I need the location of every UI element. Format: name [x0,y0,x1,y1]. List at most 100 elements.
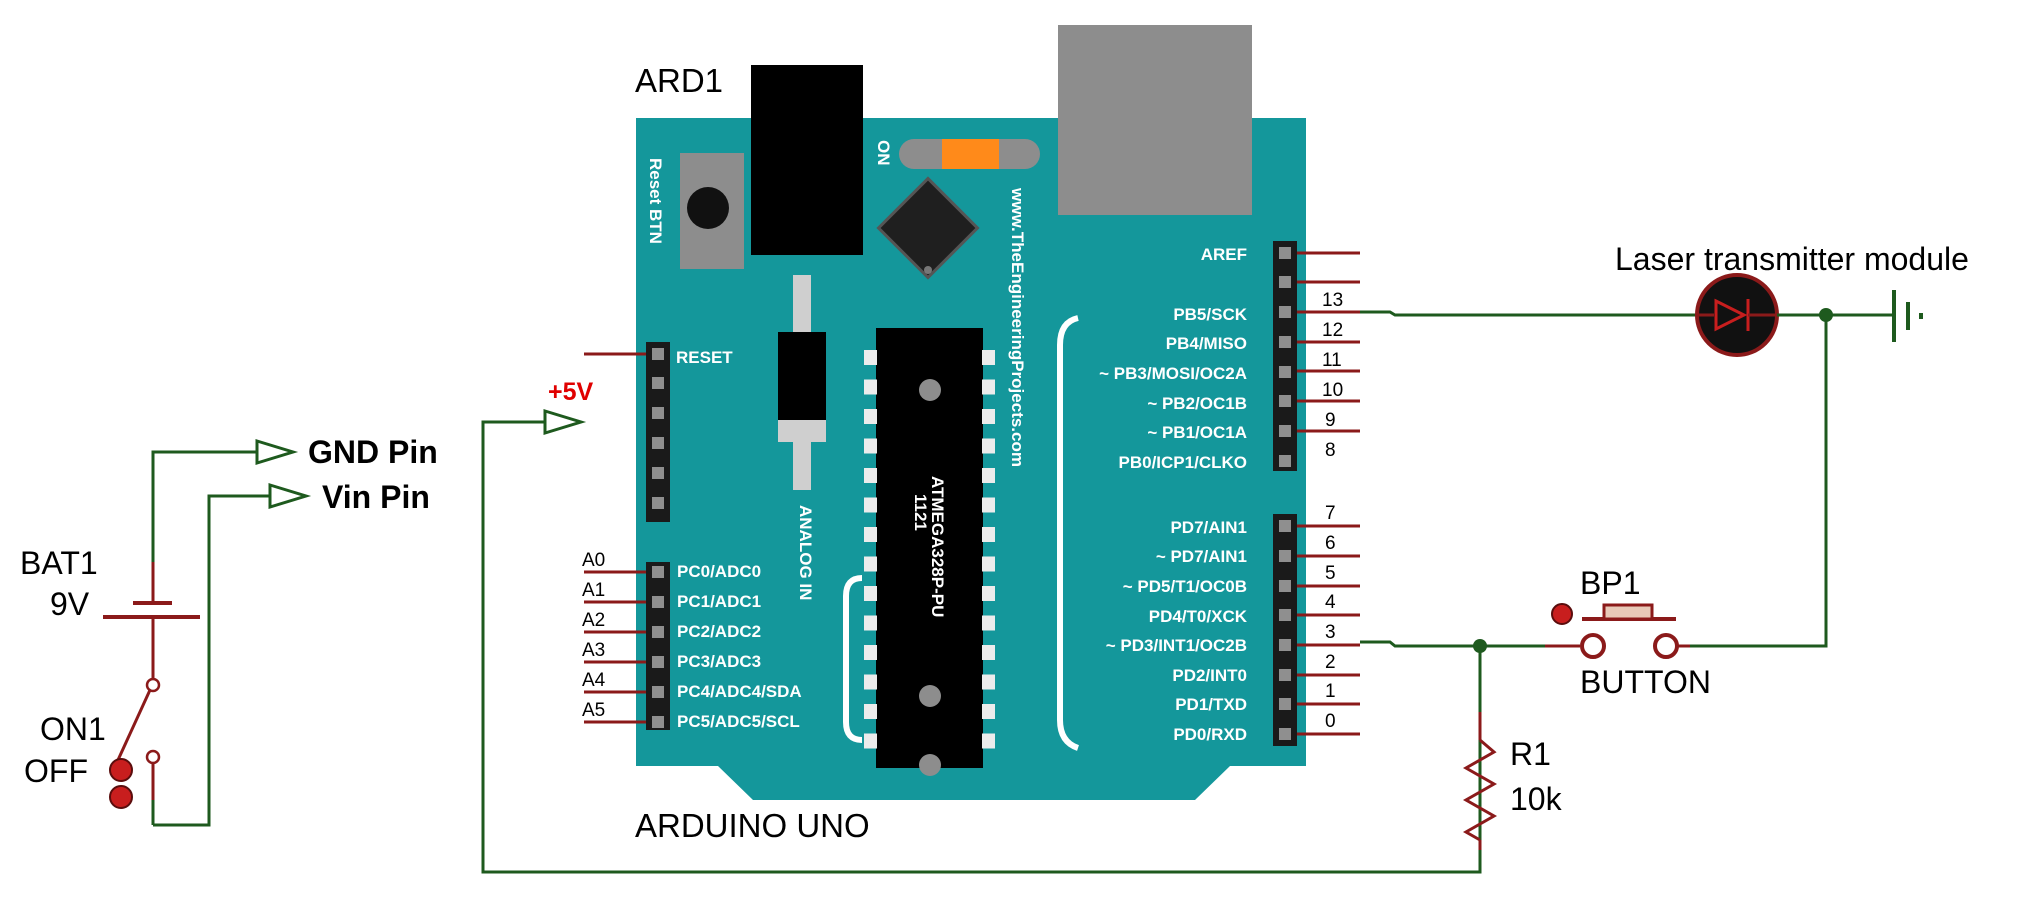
header-pin-bottom-4 [1279,639,1291,651]
pin-num-13: 13 [1322,290,1343,311]
header-pin-top-0 [1279,247,1291,259]
pin-num-6: 6 [1325,533,1336,554]
switch-lever [116,689,152,761]
vin-pin-label: Vin Pin [322,479,430,515]
analog-in-label: ANALOG IN [796,505,815,600]
board-diode-band [778,420,826,442]
chip-dot-edge [919,754,941,776]
pin-num-1: 1 [1325,681,1336,702]
reset-header-pin-0 [652,348,664,360]
chip-code: 1121 [911,494,930,531]
pin-label-6: ~ PD7/AIN1 [1156,547,1247,566]
chip-pin-left-9 [864,615,877,631]
on-led-label: ON [874,140,893,166]
pin-label-3: ~ PD3/INT1/OC2B [1106,636,1247,655]
pin-label-a5: PC5/ADC5/SCL [677,712,800,731]
chip-pin-right-2 [982,409,995,424]
pin-num-10: 10 [1322,380,1343,401]
chip-pin-right-9 [982,615,995,631]
chip-pin-left-5 [864,497,877,513]
resistor-zigzag [1462,738,1498,842]
pin13-wire [1360,310,1698,317]
pin-label-a1: PC1/ADC1 [677,592,761,611]
header-pin-bottom-7 [1279,728,1291,740]
chip-pin-left-10 [864,645,877,660]
chip-pin-right-3 [982,438,995,454]
header-pin-top-1 [1279,276,1291,288]
board-diode-body [778,332,826,420]
resistor-ref: R1 [1510,736,1551,772]
reset-button-cap [687,187,729,229]
analog-header-pin-1 [652,596,664,608]
battery-value: 9V [50,586,90,622]
battery-circuit: GND Pin Vin Pin BAT1 9V ON1 OFF [20,434,438,827]
chip-pin-right-4 [982,468,995,483]
header-pin-top-6 [1279,425,1291,437]
reset-pin-label: RESET [676,348,733,367]
button-cap [1602,603,1654,621]
pin-num-a4: A4 [582,670,606,691]
laser-circuit: Laser transmitter module [1360,241,1969,648]
chip-pin-right-5 [982,497,995,513]
pin-label-13: PB5/SCK [1173,305,1247,324]
pin-num-3: 3 [1325,622,1336,643]
arduino-name: ARDUINO UNO [635,807,870,844]
pin-num-5: 5 [1325,563,1336,584]
chip-pin-left-12 [864,704,877,719]
pin-label-12: PB4/MISO [1166,334,1247,353]
website-label: www.TheEngineeringProjects.com [1008,187,1027,467]
digital-header-bottom [1273,514,1297,746]
arduino-uno-board: Reset BTN ON ANALOG IN 1121 ATMEGA328P-P… [582,25,1360,844]
switch-contact-top [145,677,161,693]
header-pin-bottom-0 [1279,520,1291,532]
pin-num-12: 12 [1322,320,1343,341]
analog-header-pin-4 [652,686,664,698]
pin-label-10: ~ PB2/OC1B [1147,394,1247,413]
power-jack [751,65,863,255]
power-5v-label: +5V [548,378,594,406]
pin-label-4: PD4/T0/XCK [1149,607,1248,626]
bracket-right [1057,315,1080,751]
pin-label-7: PD7/AIN1 [1170,518,1247,537]
pin3-wire [1360,640,1580,648]
analog-header-pin-3 [652,656,664,668]
pin-label-11: ~ PB3/MOSI/OC2A [1099,364,1247,383]
pin-num-0: 0 [1325,711,1336,732]
chip-dot-bottom [919,685,941,707]
vin-terminal-arrow [268,482,312,510]
analog-header-pin-0 [652,566,664,578]
chip-pin-left-13 [864,733,877,749]
header-pin-top-3 [1279,336,1291,348]
chip-name: ATMEGA328P-PU [928,476,947,617]
pin-label-a0: PC0/ADC0 [677,562,761,581]
switch-off-label: OFF [24,753,88,789]
pin-num-a5: A5 [582,700,605,721]
smd-chip [876,176,980,280]
chip-pin-right-7 [982,556,995,572]
atmega-chip-pins [864,350,995,749]
header-pin-bottom-6 [1279,698,1291,710]
pin-num-a2: A2 [582,610,605,631]
chip-pin-left-7 [864,556,877,572]
button-ref: BP1 [1580,565,1640,601]
switch-off-button [109,785,133,809]
reset-btn-label: Reset BTN [646,158,665,244]
pin-label-a2: PC2/ADC2 [677,622,761,641]
pin-num-2: 2 [1325,652,1336,673]
analog-header-pin-2 [652,626,664,638]
chip-pin-right-8 [982,586,995,601]
gnd-pin-label: GND Pin [308,434,438,470]
chip-pin-left-6 [864,527,877,542]
resistor-value: 10k [1510,781,1563,817]
reset-header-pin-3 [652,437,664,449]
board-diode-lead [793,275,811,335]
five-volt-wire [481,420,1482,874]
pin-num-a1: A1 [582,580,605,601]
pin-label-5: ~ PD5/T1/OC0B [1123,577,1247,596]
laser-diode-triangle [1714,298,1748,332]
header-pin-bottom-2 [1279,580,1291,592]
pin-label-a3: PC3/ADC3 [677,652,761,671]
header-pin-top-2 [1279,306,1291,318]
battery-ref: BAT1 [20,545,98,581]
